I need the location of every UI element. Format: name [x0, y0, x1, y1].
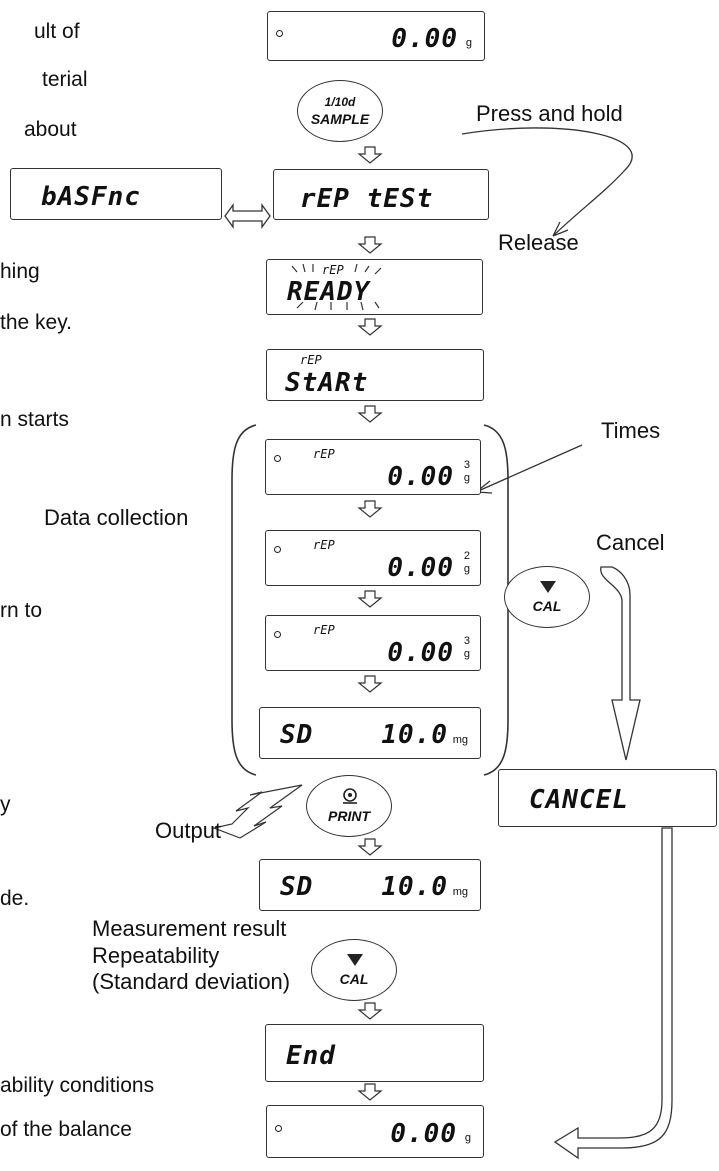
left-text-2: terial — [42, 68, 88, 91]
stable-indicator-icon — [274, 455, 281, 462]
count-digit: 2 — [463, 550, 470, 562]
display-sd: SD 10.0 mg — [259, 707, 481, 759]
down-arrow — [357, 405, 383, 423]
times-label: Times — [601, 418, 661, 443]
weight-value: 0.00 — [387, 638, 454, 668]
cal-key[interactable]: CAL — [311, 939, 397, 1001]
weight-value: 0.00 — [390, 1119, 457, 1149]
down-arrow — [357, 675, 383, 693]
sd-label: SD — [280, 720, 314, 750]
display-weight-top: 0.00 g — [267, 11, 485, 61]
display-ready: rEP READY — [266, 259, 483, 315]
down-arrow — [357, 318, 383, 336]
stable-indicator-icon — [274, 546, 281, 553]
display-sd-result: SD 10.0 mg — [259, 859, 481, 911]
sd-value: 10.0 — [381, 872, 448, 902]
unit-g: g — [464, 1132, 471, 1144]
unit-g: g — [465, 37, 472, 49]
left-text-7: rn to — [0, 599, 43, 622]
left-text-1: ult of — [34, 20, 80, 43]
ready-text: READY — [287, 277, 371, 307]
display-rep-1: rEP 0.00 3 g — [265, 439, 481, 495]
print-circle-icon — [343, 788, 357, 804]
display-rep-test: rEP tESt — [273, 169, 489, 220]
rep-test-text: rEP tESt — [300, 184, 434, 214]
left-text-5: the key. — [0, 311, 72, 334]
rep-indicator: rEP — [300, 353, 322, 367]
rep-indicator: rEP — [313, 447, 335, 461]
end-text: End — [286, 1041, 336, 1071]
down-triangle-icon — [347, 954, 363, 966]
display-rep-2: rEP 0.00 2 g — [265, 530, 481, 586]
down-arrow — [357, 838, 383, 856]
left-text-9: de. — [0, 887, 30, 910]
display-basfnc: bASFnc — [10, 168, 222, 220]
rep-indicator: rEP — [313, 623, 335, 637]
stable-indicator-icon — [275, 1125, 282, 1132]
weight-value: 0.00 — [391, 24, 458, 54]
stable-indicator-icon — [276, 30, 283, 37]
cal-key-label: CAL — [339, 971, 369, 987]
left-text-6: n starts — [0, 408, 69, 431]
cancel-label: Cancel — [596, 530, 665, 555]
display-end: End — [265, 1024, 484, 1082]
sample-key[interactable]: 1/10d SAMPLE — [297, 80, 383, 142]
stable-indicator-icon — [274, 631, 281, 638]
cancel-text: CANCEL — [529, 785, 629, 815]
down-arrow — [357, 1002, 383, 1020]
left-text-10: ability conditions — [0, 1074, 155, 1097]
display-start: rEP StARt — [266, 349, 484, 401]
left-text-4: hing — [0, 260, 40, 283]
unit-g: g — [463, 648, 470, 660]
cal-key-label: CAL — [532, 598, 562, 614]
count-digit: 3 — [463, 635, 470, 647]
measurement-result-label: Measurement result — [92, 916, 287, 941]
unit-g: g — [463, 472, 470, 484]
count-digit: 3 — [463, 459, 470, 471]
left-text-8: y — [0, 793, 11, 816]
rep-indicator: rEP — [313, 538, 335, 552]
unit-g: g — [463, 563, 470, 575]
blink-icon — [291, 263, 382, 311]
unit-mg: mg — [452, 886, 468, 898]
print-key[interactable]: PRINT — [306, 775, 392, 837]
sd-value: 10.0 — [381, 720, 448, 750]
repeatability-label: Repeatability — [92, 943, 220, 968]
down-arrow — [357, 1083, 383, 1101]
standard-deviation-label: (Standard deviation) — [92, 969, 291, 994]
down-triangle-icon — [540, 581, 556, 593]
down-arrow — [357, 146, 383, 164]
weight-value: 0.00 — [387, 553, 454, 583]
display-cancel: CANCEL — [498, 769, 717, 827]
sample-key-top-label: 1/10d — [324, 95, 356, 109]
basfnc-text: bASFnc — [41, 182, 141, 212]
left-text-3: about — [24, 118, 77, 141]
release-label: Release — [498, 230, 579, 255]
data-collection-label: Data collection — [44, 505, 189, 530]
sd-label: SD — [280, 872, 314, 902]
left-text-11: of the balance — [0, 1118, 132, 1141]
unit-mg: mg — [452, 734, 468, 746]
down-arrow — [357, 590, 383, 608]
display-weight-bottom: 0.00 g — [266, 1105, 484, 1158]
down-arrow — [357, 500, 383, 518]
output-label: Output — [155, 818, 222, 843]
weight-value: 0.00 — [387, 462, 454, 492]
sample-key-label: SAMPLE — [310, 111, 370, 127]
display-rep-3: rEP 0.00 3 g — [265, 615, 481, 671]
start-text: StARt — [285, 368, 369, 398]
rep-indicator: rEP — [322, 263, 344, 277]
down-arrow — [357, 236, 383, 254]
press-and-hold-label: Press and hold — [476, 101, 623, 126]
print-key-label: PRINT — [328, 808, 370, 824]
cal-key-cancel[interactable]: CAL — [504, 566, 590, 628]
